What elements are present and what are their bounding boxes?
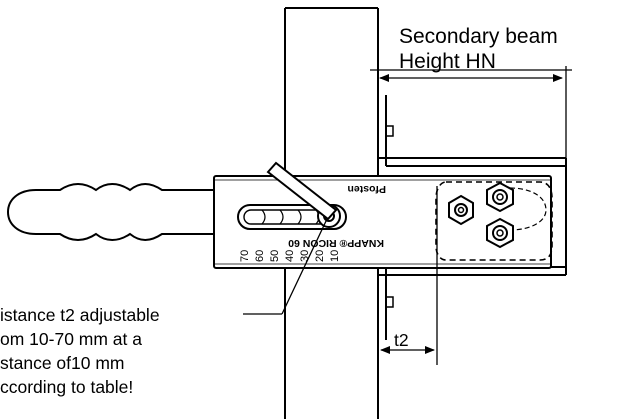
- scale-tick: 60: [254, 250, 266, 262]
- tool-lever: [266, 161, 338, 221]
- adjust-note-line-1: istance t2 adjustable: [0, 305, 160, 325]
- leader-line: [243, 218, 328, 315]
- bolt-3: [486, 217, 514, 249]
- bolt-1: [448, 194, 474, 226]
- tool-handle: [6, 183, 214, 241]
- scale-tick: 50: [269, 250, 281, 262]
- adjust-note-line-3: stance of10 mm: [0, 353, 125, 373]
- bolt-2: [486, 181, 514, 213]
- secondary-beam-label: Secondary beam: [399, 25, 558, 48]
- height-dimension: [370, 66, 572, 158]
- adjust-note-line-4: ccording to table!: [0, 377, 133, 397]
- height-hn-label: Height HN: [399, 50, 496, 73]
- t2-dimension: [380, 186, 438, 365]
- adjust-note-line-2: om 10-70 mm at a: [0, 329, 142, 349]
- t2-label: t2: [394, 330, 409, 350]
- scale-ticks: 70 60 50 40 30 20 10: [239, 250, 341, 262]
- scale-tick: 70: [239, 250, 251, 262]
- brand-mark: Pfosten: [347, 183, 386, 195]
- scale-tick: 10: [329, 250, 341, 262]
- scale-tick: 20: [314, 250, 326, 262]
- model-mark: KNAPP® RICON 60: [288, 237, 384, 249]
- scale-tick: 40: [284, 250, 296, 262]
